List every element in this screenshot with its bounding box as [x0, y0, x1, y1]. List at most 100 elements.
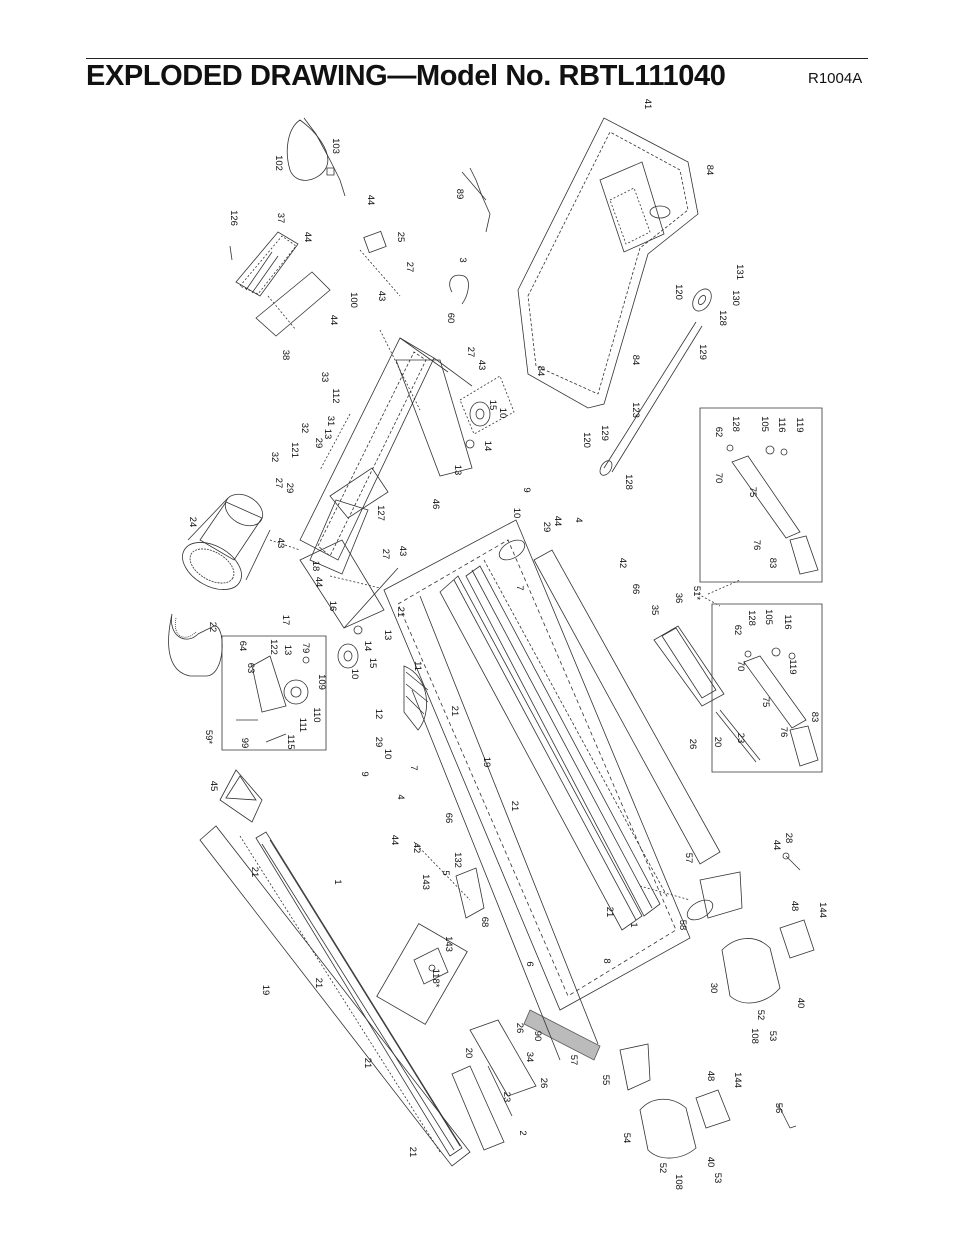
- part-label: 119: [787, 659, 798, 674]
- part-label: 116: [776, 417, 787, 432]
- part-label: 100: [348, 292, 359, 308]
- part-label: 62: [713, 427, 724, 438]
- part-label: 144: [732, 1072, 743, 1088]
- part-label: 34: [524, 1052, 535, 1063]
- part-label: 44: [389, 835, 400, 846]
- part-label: 40: [705, 1157, 716, 1168]
- part-label: 3: [457, 257, 468, 262]
- part-label: 8: [601, 958, 612, 963]
- part-label: 76: [751, 540, 762, 551]
- part-label: 21: [395, 607, 406, 618]
- part-label: 4: [395, 794, 406, 799]
- part-label: 18: [310, 561, 321, 572]
- part-label: 44: [328, 315, 339, 326]
- part-label: 19: [481, 757, 492, 768]
- part-label: 75: [747, 487, 758, 498]
- leveling-inset-top: [700, 408, 822, 582]
- part-label: 130: [730, 290, 741, 306]
- part-label: 44: [313, 577, 324, 588]
- part-label: 31: [325, 416, 336, 427]
- part-label: 68: [479, 917, 490, 928]
- part-label: 132: [452, 852, 463, 868]
- part-label: 21: [249, 867, 260, 878]
- part-label: 21: [604, 907, 615, 918]
- part-label: 48: [789, 901, 800, 912]
- part-label: 42: [411, 843, 422, 854]
- part-label: 14: [362, 641, 373, 652]
- part-label: 128: [623, 474, 634, 490]
- part-label: 44: [771, 840, 782, 851]
- part-label: 21: [362, 1058, 373, 1069]
- part-label: 23: [501, 1092, 512, 1103]
- part-label: 123: [630, 402, 641, 418]
- part-label: 15: [367, 658, 378, 669]
- part-label: 43: [376, 291, 387, 302]
- part-label: 127: [375, 505, 386, 521]
- part-label: 60: [445, 313, 456, 324]
- part-label: 70: [713, 473, 724, 484]
- part-label: 26: [687, 739, 698, 750]
- part-label: 128: [730, 416, 741, 432]
- part-label: 66: [630, 584, 641, 595]
- part-label: 129: [697, 344, 708, 360]
- walking-deck: [384, 520, 690, 1060]
- part-label: 56: [773, 1103, 784, 1114]
- part-label: 10: [349, 669, 360, 680]
- part-label: 64: [237, 641, 248, 652]
- drive-motor: [174, 488, 270, 599]
- power-cord: [287, 118, 490, 304]
- part-label: 1: [628, 922, 639, 927]
- part-label: 27: [404, 262, 415, 273]
- pivot-wheels: [338, 376, 514, 668]
- part-label: 7: [408, 765, 419, 770]
- part-label: 36: [673, 593, 684, 604]
- part-label: 102: [273, 155, 284, 171]
- part-label: 43: [476, 360, 487, 371]
- part-label: 103: [330, 138, 341, 154]
- part-label: 115: [285, 734, 296, 749]
- part-label: 29: [541, 522, 552, 533]
- part-label: 70: [735, 661, 746, 672]
- upright-frame: [518, 118, 698, 408]
- part-label: 20: [463, 1048, 474, 1059]
- part-label: 108: [749, 1028, 760, 1044]
- incline-inset: [222, 636, 326, 750]
- side-guards: [452, 626, 760, 1150]
- part-label: 54: [621, 1133, 632, 1144]
- part-label: 66: [443, 813, 454, 824]
- part-label: 126: [228, 210, 239, 226]
- part-label: 44: [302, 232, 313, 243]
- part-label: 11: [412, 661, 423, 671]
- incline-rack: [404, 666, 428, 730]
- part-label: 143: [420, 874, 431, 890]
- part-label: 118*: [430, 969, 441, 988]
- part-label: 28: [783, 833, 794, 844]
- part-label: 21: [313, 978, 324, 989]
- part-label: 58: [677, 920, 688, 931]
- part-label: 120: [581, 432, 592, 448]
- part-label: 111: [297, 718, 308, 732]
- part-label: 131: [734, 264, 745, 280]
- part-label: 84: [704, 165, 715, 176]
- part-label: 121: [289, 442, 300, 458]
- part-label: 1: [332, 879, 343, 884]
- part-label: 52: [755, 1010, 766, 1021]
- left-rail: [200, 826, 470, 1166]
- part-label: 59*: [203, 730, 214, 745]
- part-label: 13: [382, 630, 393, 641]
- part-label: 27: [465, 347, 476, 358]
- part-label: 108: [673, 1174, 684, 1190]
- end-caps: [640, 853, 814, 1158]
- part-label: 16: [327, 601, 338, 612]
- part-label: 17: [280, 615, 291, 626]
- part-label: 20: [712, 737, 723, 748]
- part-label: 19: [260, 985, 271, 996]
- part-label: 105: [759, 416, 770, 432]
- part-label: 43: [397, 546, 408, 557]
- part-label: 13: [282, 645, 293, 656]
- part-label: 57: [568, 1055, 579, 1066]
- part-label: 57: [683, 853, 694, 864]
- motor-hood-bracket: [220, 770, 262, 822]
- part-label: 23: [735, 733, 746, 744]
